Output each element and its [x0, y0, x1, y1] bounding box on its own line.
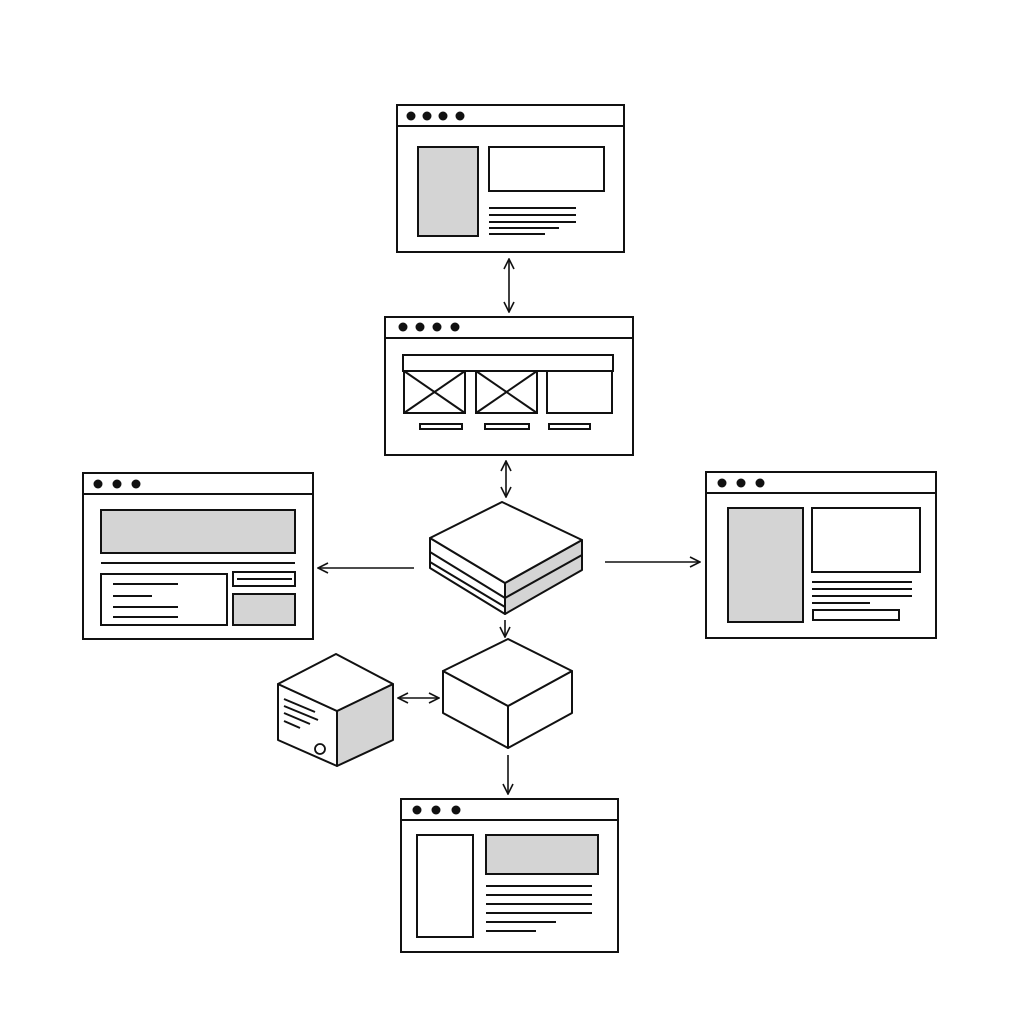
- image-placeholder: [417, 146, 479, 237]
- image-placeholder-crossed: [475, 370, 538, 414]
- window-bottom: [400, 798, 619, 953]
- caption-bar: [419, 423, 463, 430]
- window-controls-dots: [398, 322, 460, 332]
- window-right: [705, 471, 937, 639]
- caption-bar: [548, 423, 591, 430]
- banner-placeholder: [485, 834, 599, 875]
- window-top: [396, 104, 625, 253]
- text-lines: [812, 581, 912, 604]
- content-box: [488, 146, 605, 192]
- text-lines: [489, 207, 576, 235]
- server-icon: [277, 653, 394, 767]
- content-box: [811, 507, 921, 573]
- window-controls-dots: [412, 805, 461, 815]
- window-gallery: [384, 316, 634, 456]
- window-left: [82, 472, 314, 640]
- window-controls-dots: [717, 478, 765, 488]
- image-placeholder: [546, 370, 613, 414]
- image-placeholder: [232, 593, 296, 626]
- text-lines: [113, 583, 178, 618]
- image-placeholder: [727, 507, 804, 623]
- banner-placeholder: [100, 509, 296, 554]
- caption-bar: [484, 423, 530, 430]
- window-controls-dots: [93, 479, 141, 489]
- sidebar-box: [416, 834, 474, 938]
- image-placeholder-crossed: [403, 370, 466, 414]
- button-placeholder: [812, 609, 900, 621]
- cube-icon: [442, 638, 573, 749]
- header-bar: [402, 354, 614, 372]
- power-indicator: [314, 743, 326, 755]
- window-controls-dots: [406, 111, 465, 121]
- database-stack-icon: [429, 501, 583, 615]
- text-lines: [486, 885, 592, 932]
